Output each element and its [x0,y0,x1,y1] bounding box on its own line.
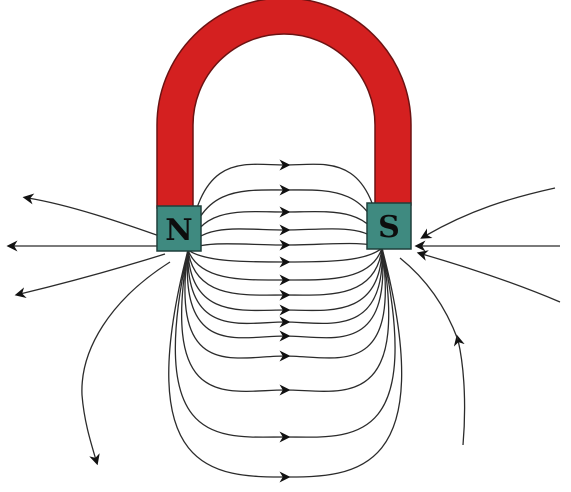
south-pole: S [367,203,411,249]
field-loop-5 [188,243,382,250]
field-loop-14 [175,248,395,437]
south-inward-line-upper [425,188,555,236]
north-outward-line-lower [20,254,165,294]
south-pole-label: S [378,210,400,245]
field-loop-8 [188,248,382,295]
field-loop-1 [188,164,382,250]
magnet-body [157,0,411,208]
north-outward-line-upper [28,198,165,238]
south-inward-line-lower [422,254,560,302]
field-loop-13 [182,248,389,391]
north-outward-line-curve [82,262,170,460]
north-pole-label: N [165,213,192,248]
magnetic-field-lines [12,164,560,477]
field-loop-7 [188,248,382,280]
field-loop-2 [188,190,382,250]
south-inward-line-curve-upper [400,258,458,340]
field-loop-6 [188,248,382,262]
field-loop-9 [188,248,382,310]
field-loop-4 [188,229,382,250]
north-pole: N [157,206,201,251]
south-inward-line-curve-lower [458,340,465,445]
field-loop-15 [169,248,402,477]
